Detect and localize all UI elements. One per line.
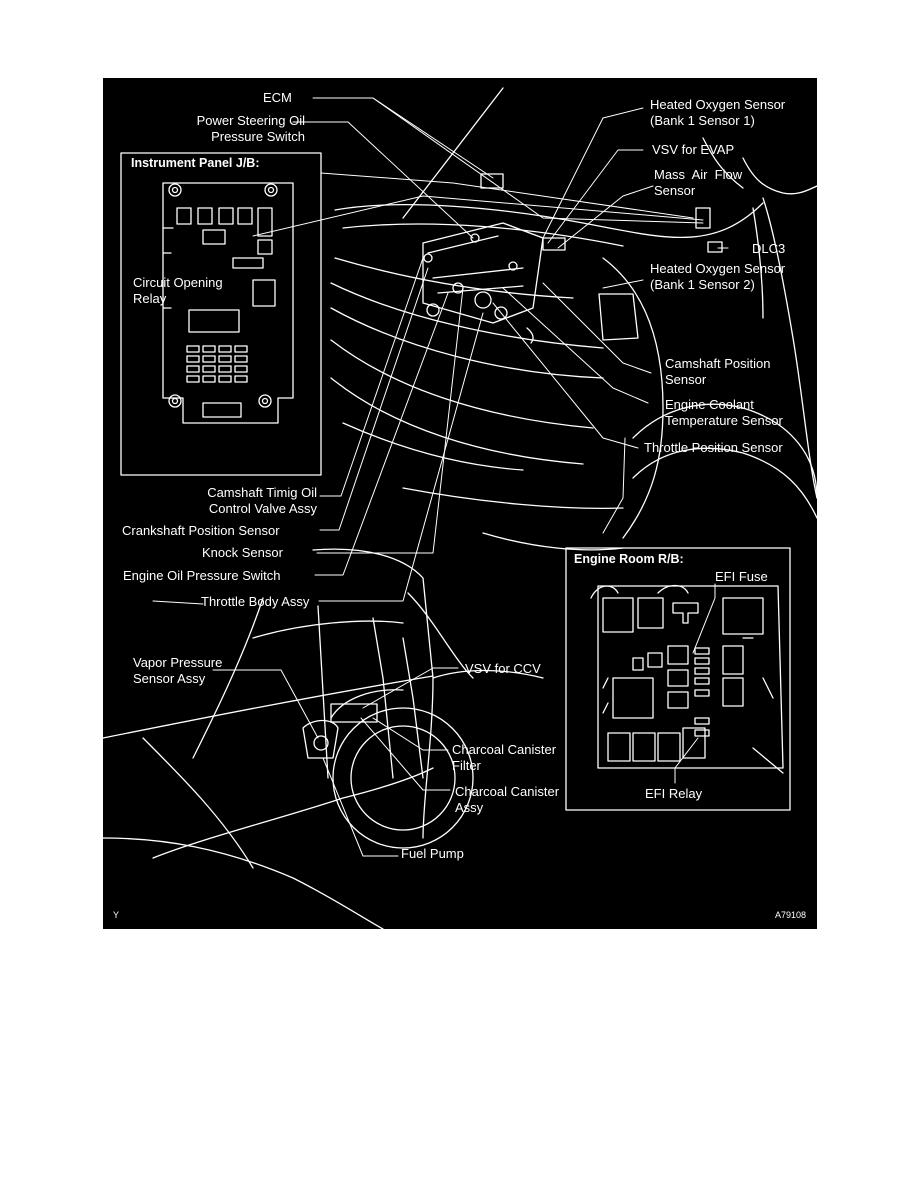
label-efi-fuse: EFI Fuse: [715, 569, 768, 584]
label-ecm: ECM: [263, 90, 292, 105]
label-fuel-pump: Fuel Pump: [401, 846, 464, 861]
corner-mark: Y: [113, 910, 120, 920]
line-art: [103, 87, 817, 929]
label-circuit-opening-relay: Circuit Opening Relay: [133, 275, 223, 306]
vehicle-rear-outline: [103, 548, 544, 929]
label-charcoal-canister-filter: Charcoal Canister Filter: [452, 742, 557, 773]
leader-lines: [152, 97, 729, 857]
label-heated-oxygen-sensor-b1s2: Heated Oxygen Sensor (Bank 1 Sensor 2): [650, 261, 786, 292]
label-throttle-body-assy: Throttle Body Assy: [201, 594, 310, 609]
label-knock-sensor: Knock Sensor: [202, 545, 283, 560]
label-dlc3: DLC3: [752, 241, 786, 256]
label-throttle-position-sensor: Throttle Position Sensor: [644, 440, 783, 455]
figure-code: A79108: [775, 910, 807, 920]
label-crankshaft-position-sensor: Crankshaft Position Sensor: [122, 523, 280, 538]
component-location-diagram: Instrument Panel J/B: Engine Room R/B: E…: [103, 78, 817, 929]
engine-room-inset: [565, 547, 791, 811]
label-charcoal-canister-assy: Charcoal Canister Assy: [455, 784, 560, 815]
instrument-panel-inset: [120, 152, 322, 476]
label-mass-air-flow-sensor: Mass Air Flow Sensor: [654, 167, 743, 198]
label-camshaft-position-sensor: Camshaft Position Sensor: [665, 356, 771, 387]
instrument-panel-title: Instrument Panel J/B:: [131, 156, 260, 170]
label-engine-oil-pressure-switch: Engine Oil Pressure Switch: [123, 568, 281, 583]
label-efi-relay: EFI Relay: [645, 786, 703, 801]
label-heated-oxygen-sensor-b1s1: Heated Oxygen Sensor (Bank 1 Sensor 1): [650, 97, 786, 128]
engine-room-title: Engine Room R/B:: [574, 552, 684, 566]
label-vsv-for-evap: VSV for EVAP: [652, 142, 735, 157]
label-camshaft-timing-oil-control-valve: Camshaft Timig Oil Control Valve Assy: [207, 485, 317, 516]
label-engine-coolant-temperature-sensor: Engine Coolant Temperature Sensor: [665, 397, 783, 428]
label-power-steering-oil-pressure-switch: Power Steering Oil Pressure Switch: [196, 113, 305, 144]
vehicle-front-outline: [330, 87, 817, 551]
label-vapor-pressure-sensor-assy: Vapor Pressure Sensor Assy: [133, 655, 223, 686]
label-vsv-for-ccv: VSV for CCV: [465, 661, 541, 676]
